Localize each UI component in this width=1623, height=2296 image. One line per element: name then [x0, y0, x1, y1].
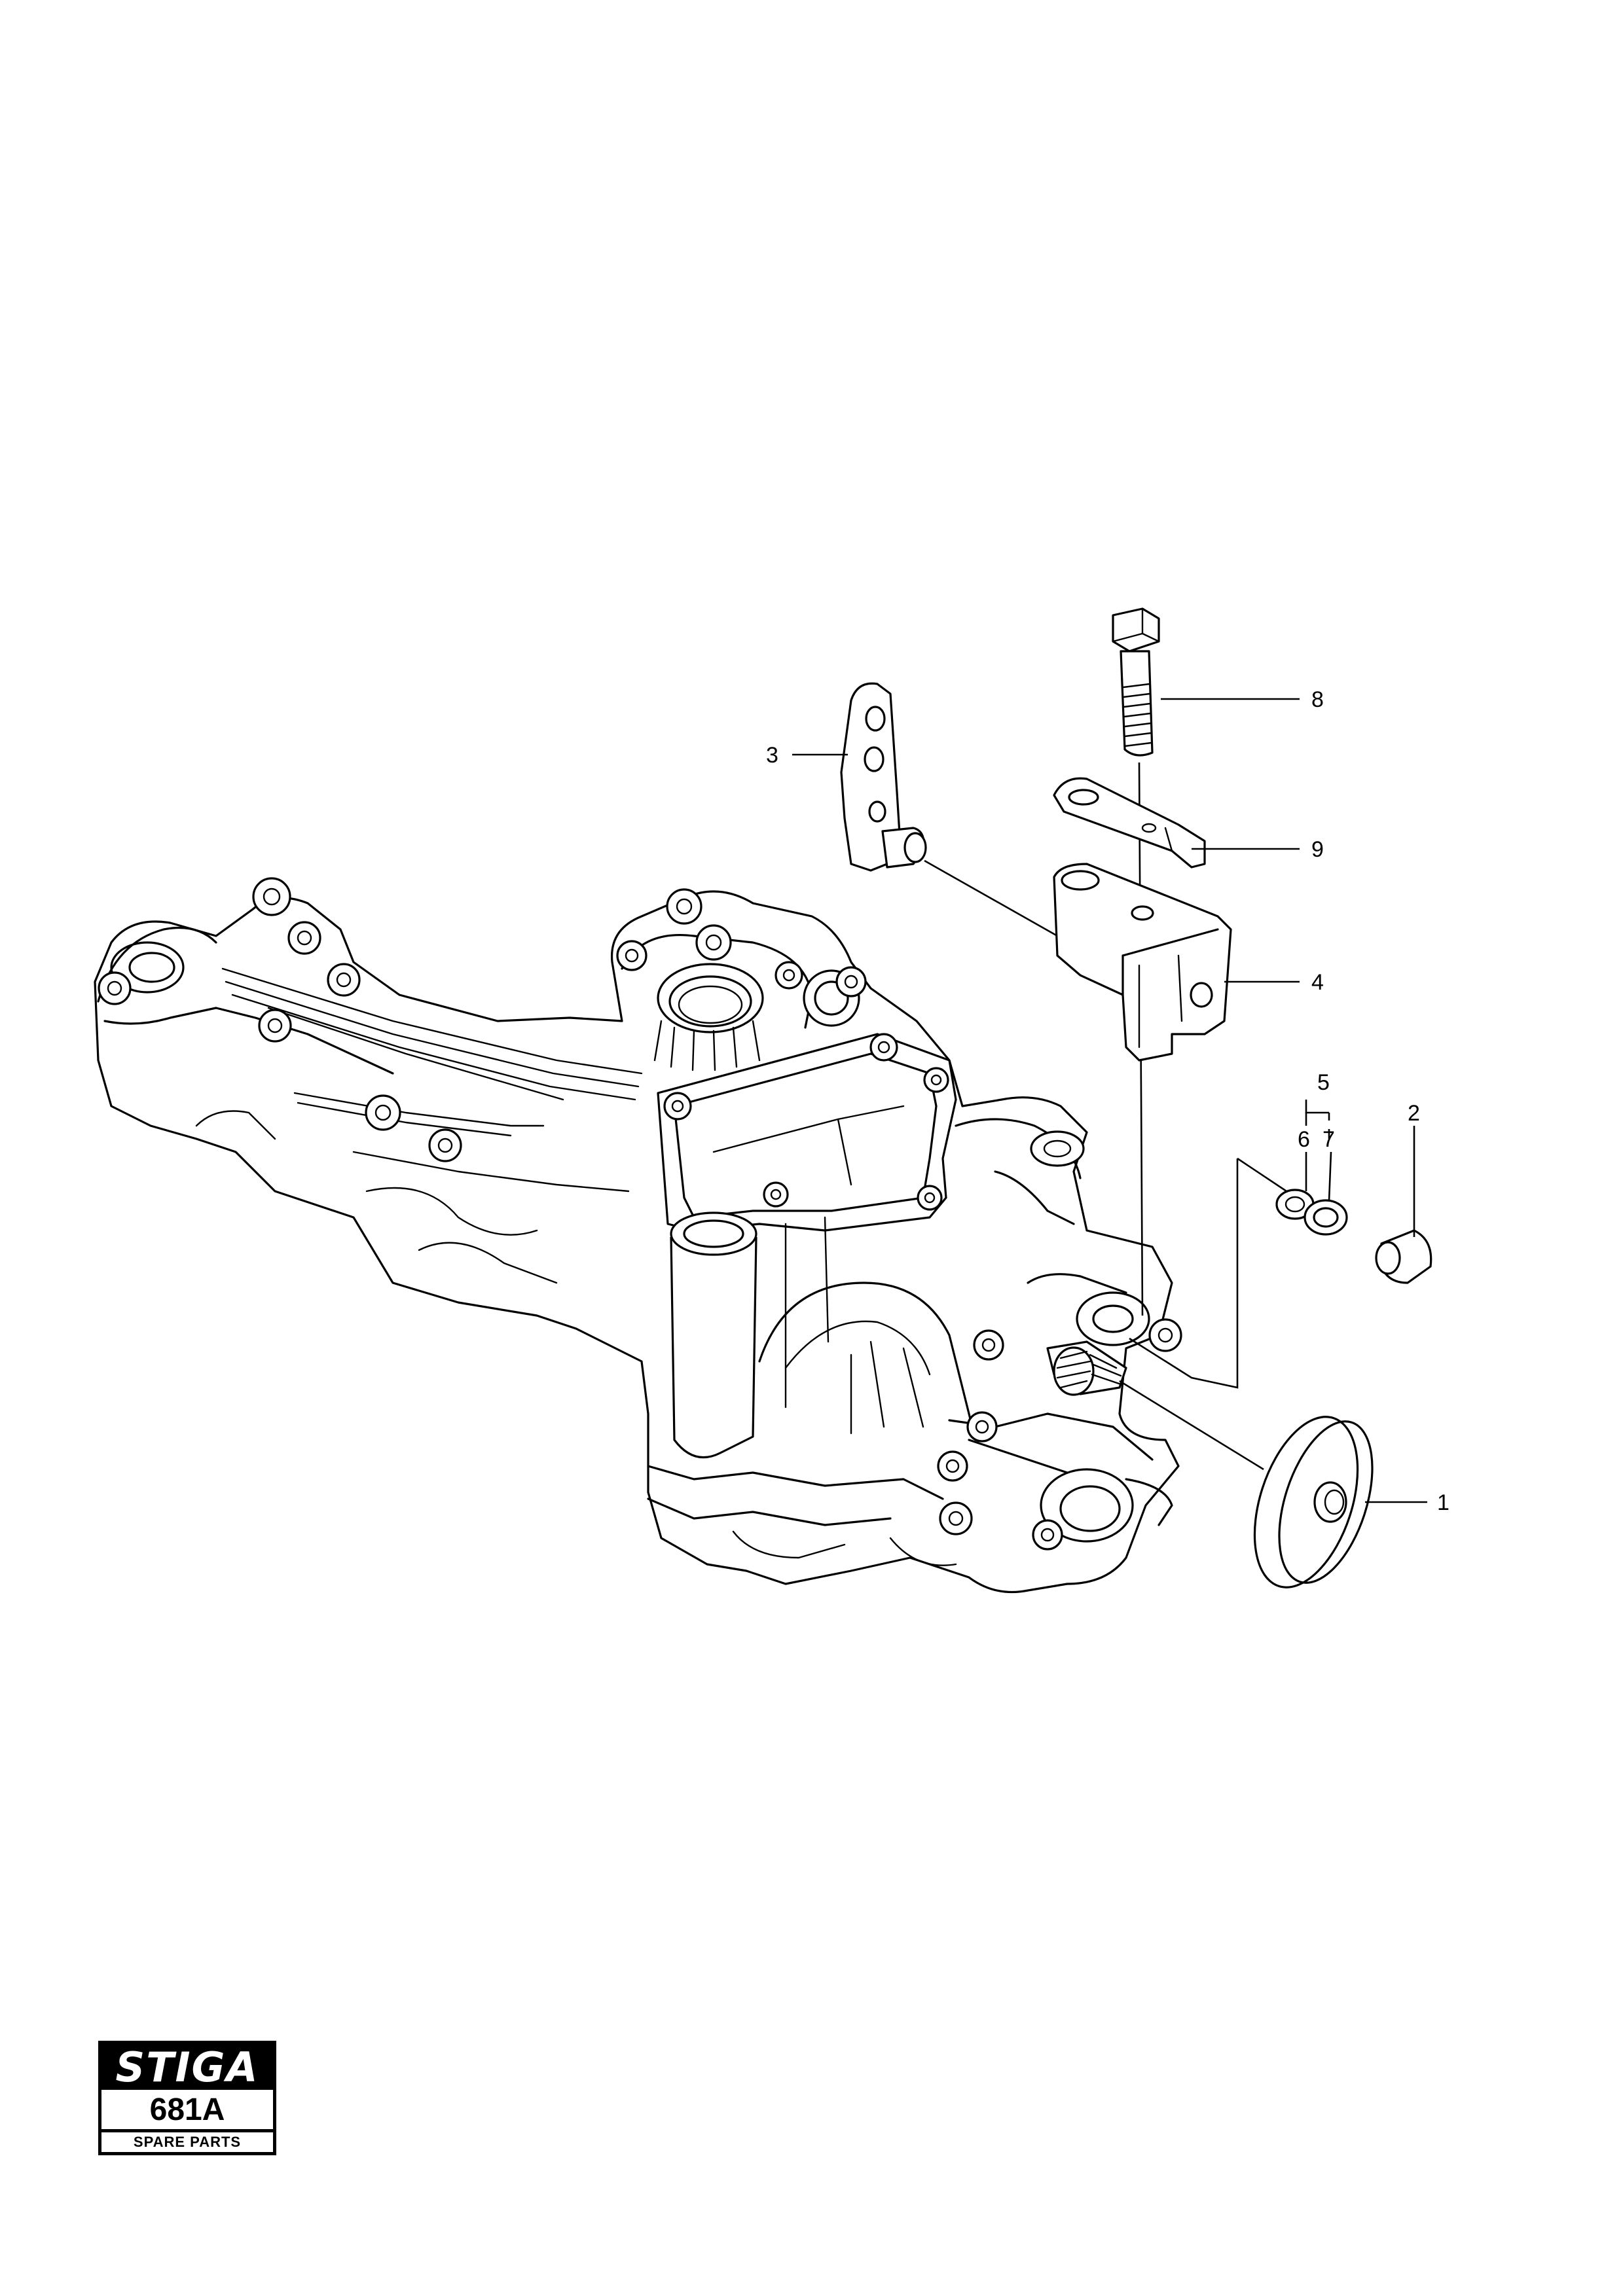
part-1-pulley	[1119, 1380, 1374, 1588]
part-6-7-seal-set	[1275, 1189, 1348, 1236]
leader-line	[1129, 1157, 1287, 1389]
part-2-knob	[1375, 1229, 1432, 1284]
stiga-logo: STIGA 681A SPARE PARTS	[98, 2041, 276, 2155]
callout-1: 1	[1437, 1490, 1450, 1515]
part-3-lever-arm	[840, 682, 927, 872]
callout-4: 4	[1311, 970, 1324, 995]
logo-brand: STIGA	[101, 2043, 273, 2091]
callout-5: 5	[1317, 1070, 1330, 1095]
callout-2: 2	[1408, 1101, 1420, 1126]
logo-model-number: 681A	[101, 2090, 273, 2132]
output-shaft	[1046, 1340, 1127, 1396]
bolt-boss	[616, 888, 867, 1027]
part-9-plate	[1053, 777, 1206, 869]
transmission-housing	[94, 877, 1182, 1594]
callout-3: 3	[766, 743, 778, 768]
bolt-boss	[937, 1329, 1063, 1551]
logo-subtitle: SPARE PARTS	[133, 2134, 242, 2150]
bolt-boss	[663, 1033, 949, 1211]
part-4-bracket	[1053, 863, 1232, 1062]
callout-6: 6	[1298, 1127, 1310, 1152]
callout-9: 9	[1311, 837, 1324, 862]
bolt-boss	[98, 877, 462, 1162]
callout-leaders	[792, 698, 1427, 1503]
callout-8: 8	[1311, 687, 1324, 712]
callout-7: 7	[1322, 1127, 1335, 1152]
part-8-bolt	[1112, 607, 1160, 757]
